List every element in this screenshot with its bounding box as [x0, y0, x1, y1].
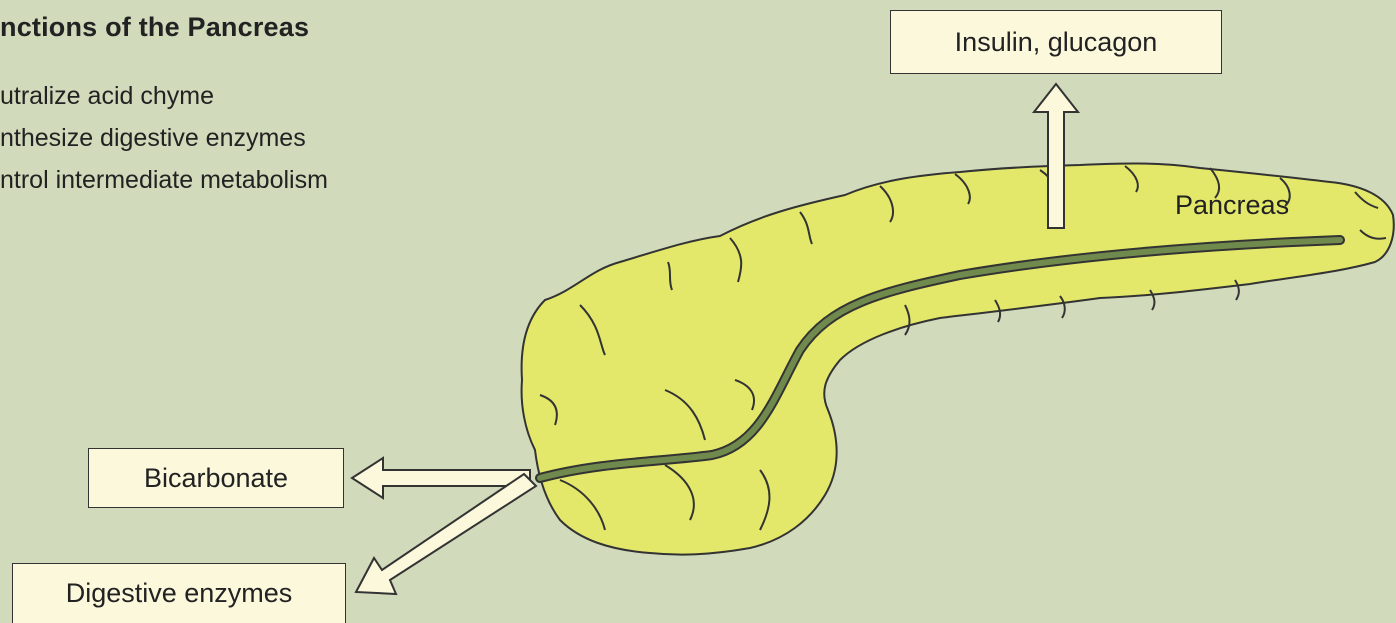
pancreas-organ [522, 163, 1394, 554]
enzymes-label: Digestive enzymes [12, 563, 346, 623]
bicarbonate-label: Bicarbonate [88, 448, 344, 508]
pancreas-label: Pancreas [1175, 190, 1289, 221]
hormones-label: Insulin, glucagon [890, 10, 1222, 74]
